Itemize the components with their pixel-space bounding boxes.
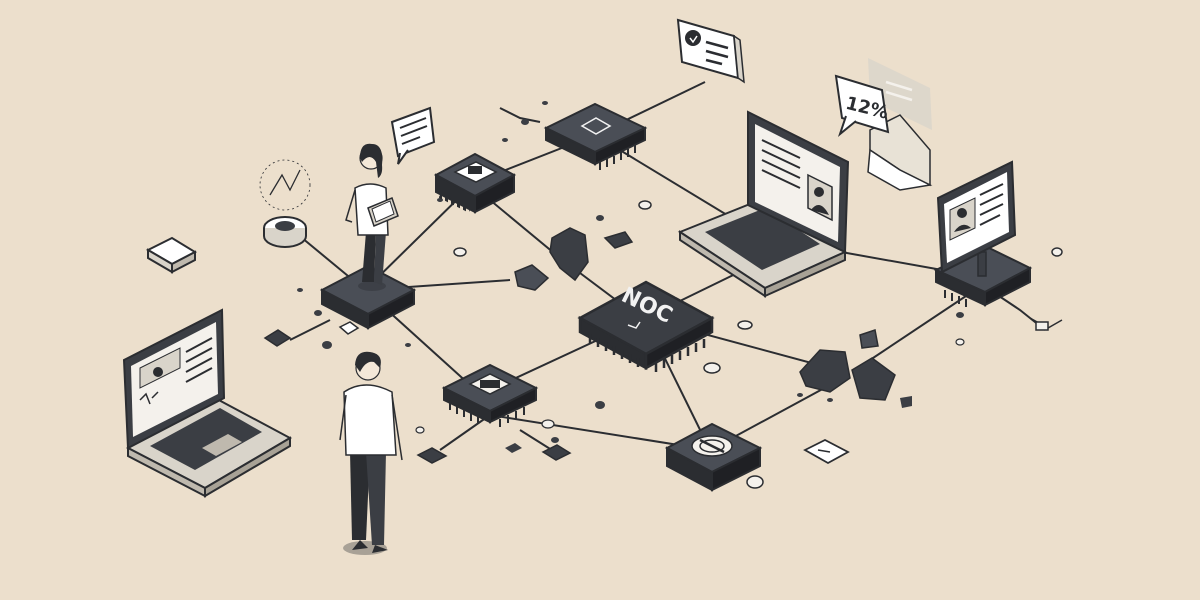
router-device bbox=[433, 152, 517, 214]
broken-rubble-left bbox=[514, 227, 634, 291]
platform-node-left bbox=[319, 264, 417, 330]
chip-node-lower-left bbox=[441, 363, 539, 427]
dial-sensor bbox=[259, 159, 311, 248]
man-standing bbox=[339, 351, 403, 555]
connection-line bbox=[489, 199, 561, 259]
speech-bubble-lines bbox=[390, 106, 436, 165]
chip-node-top bbox=[543, 102, 648, 170]
woman-with-tablet bbox=[345, 143, 399, 291]
scattered-debris bbox=[297, 101, 1063, 489]
small-component-square bbox=[145, 236, 198, 274]
laptop-center bbox=[677, 110, 850, 298]
small-component-dark bbox=[263, 321, 572, 464]
connection-line bbox=[439, 414, 491, 451]
document-bubble bbox=[676, 18, 745, 84]
connection-line bbox=[499, 107, 541, 123]
cable-bracket bbox=[1029, 317, 1063, 331]
broken-rubble-right bbox=[799, 329, 912, 408]
switch-node-bottom bbox=[664, 422, 763, 492]
network-card bbox=[803, 438, 850, 465]
laptop-left bbox=[122, 308, 293, 498]
metric-kiosk: 12% bbox=[834, 58, 933, 191]
monitor-right bbox=[933, 160, 1033, 307]
connection-line bbox=[869, 289, 976, 361]
connection-line bbox=[289, 319, 331, 341]
